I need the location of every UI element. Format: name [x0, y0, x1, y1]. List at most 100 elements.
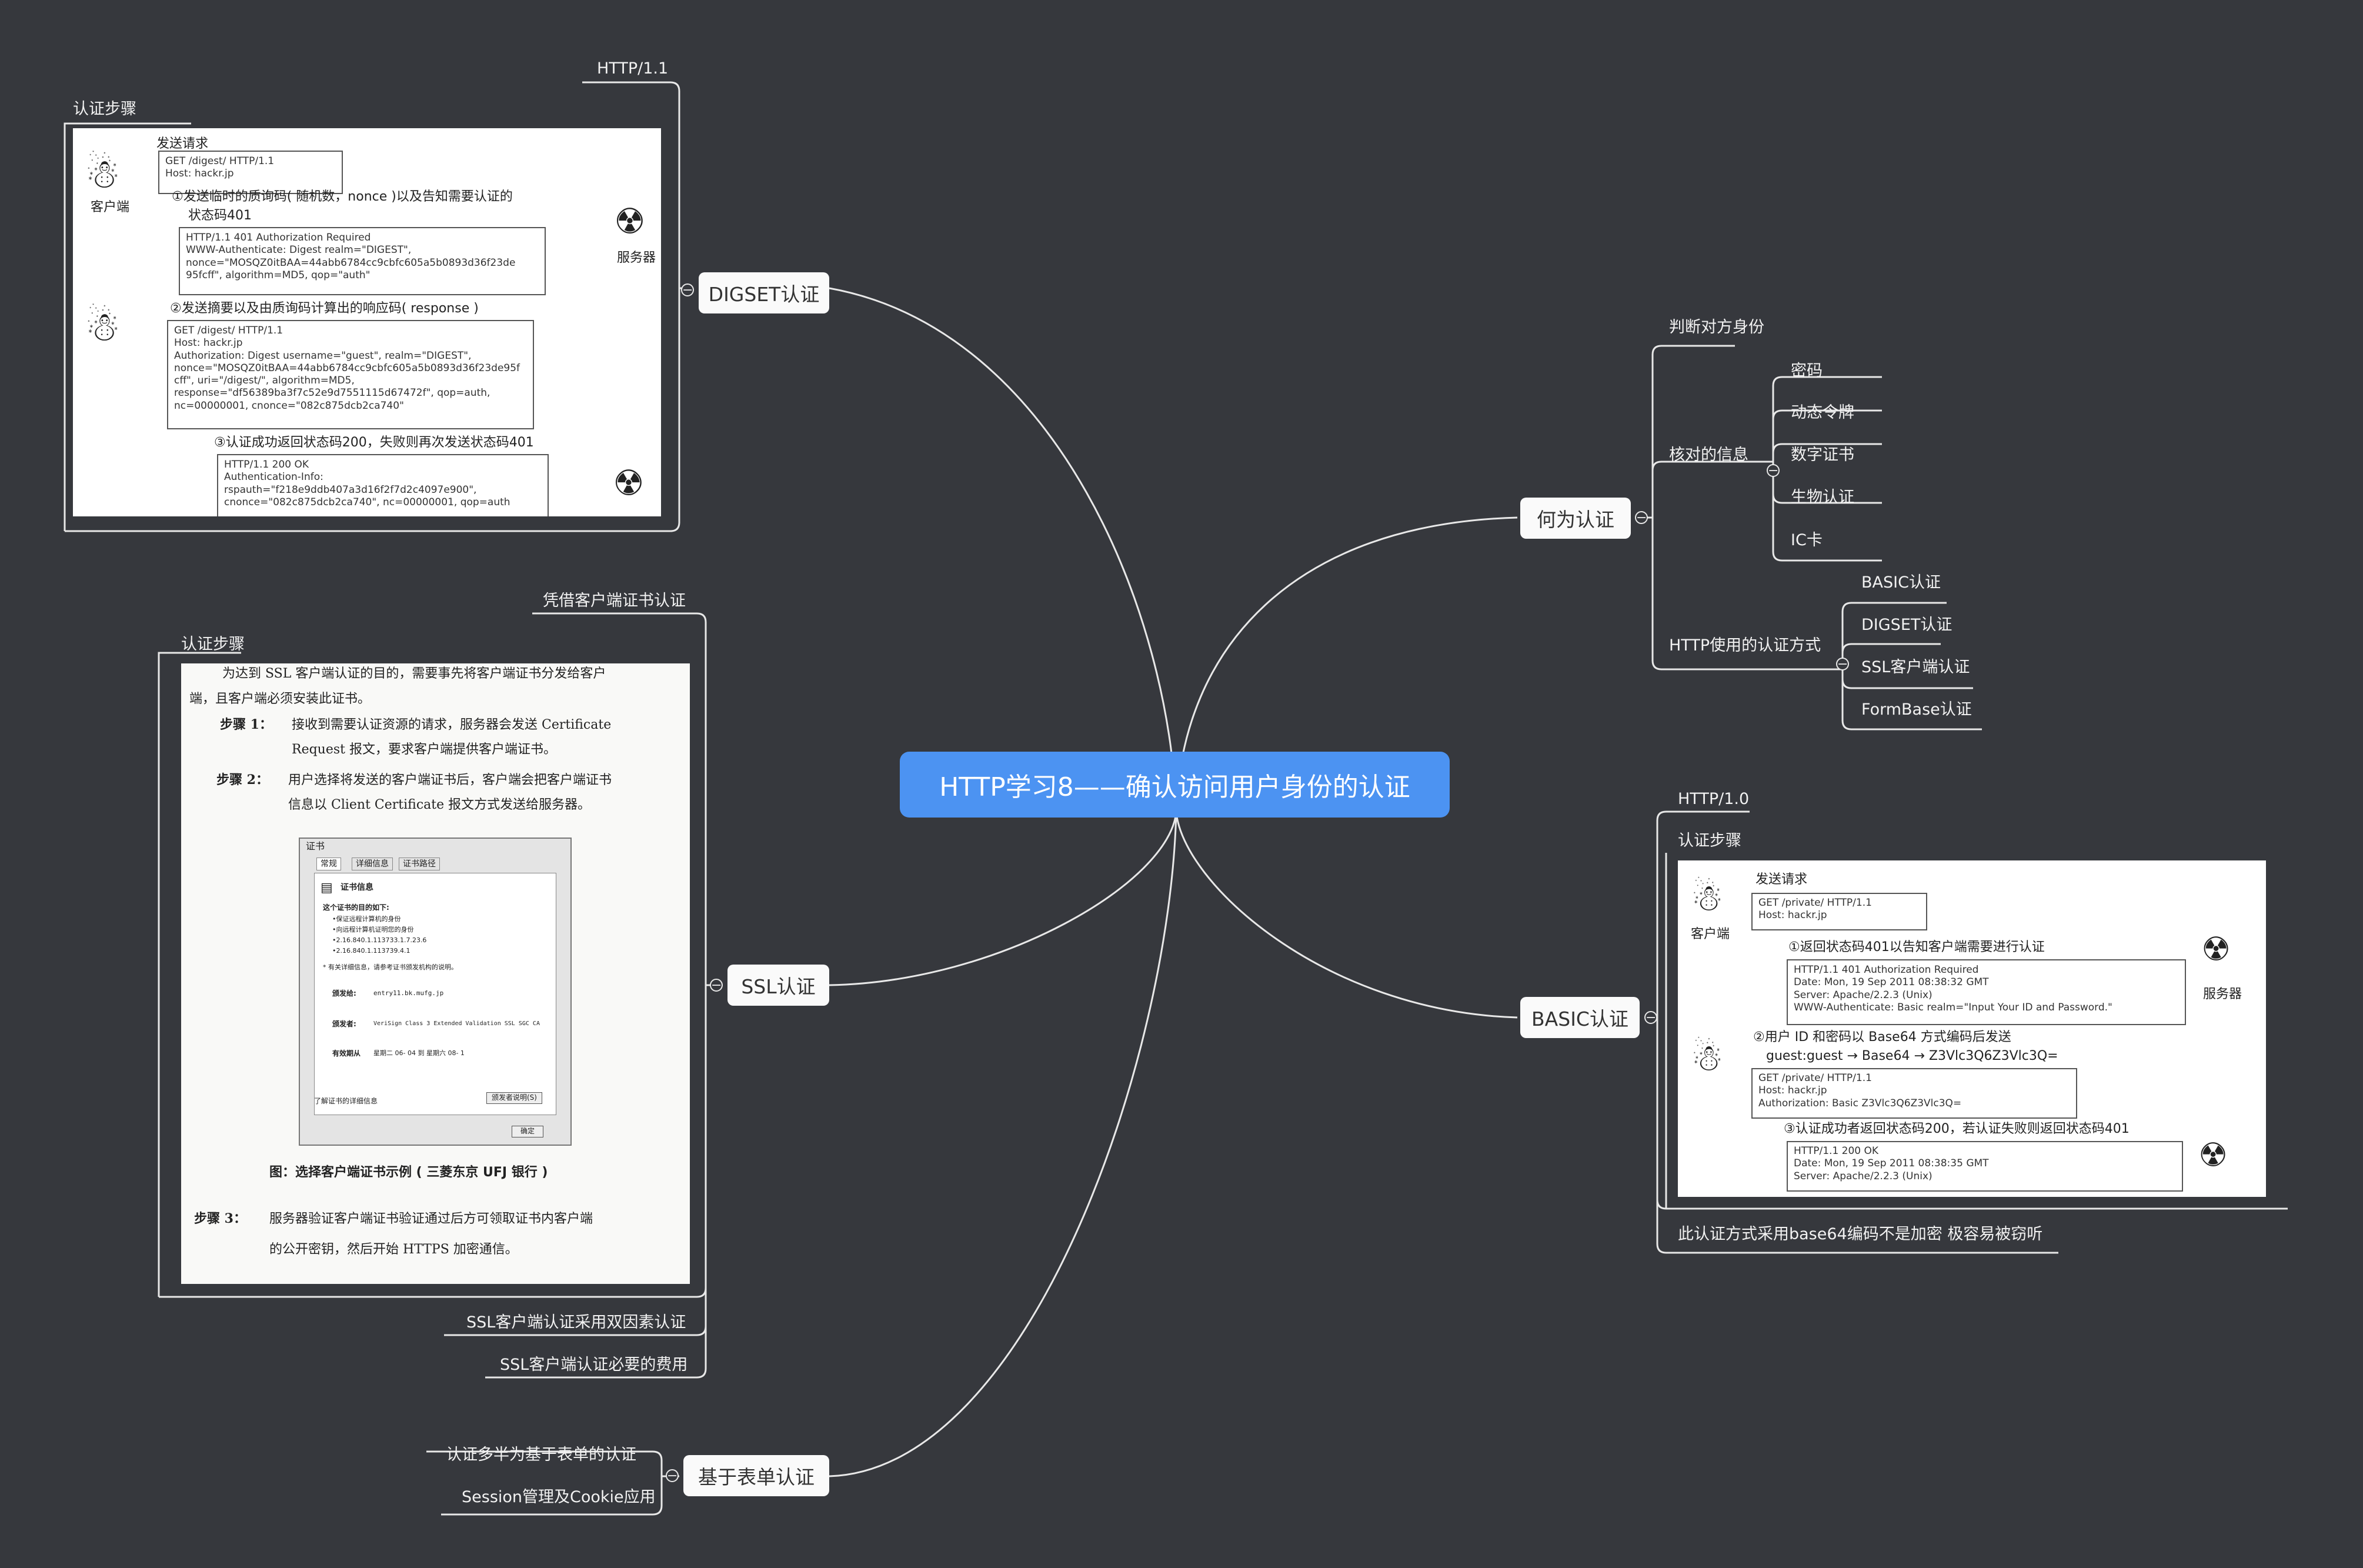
ssl-step2-line2: 信息以 Client Certificate 报文方式发送给服务器。 — [288, 798, 591, 812]
ssl-step3-line2: 的公开密钥，然后开始 HTTPS 加密通信。 — [269, 1242, 518, 1257]
basic-version-label: HTTP/1.0 — [1678, 790, 1750, 808]
dialog-header: 证书信息 — [341, 883, 373, 892]
step1-text: ①返回状态码401以告知客户端需要进行认证 — [1788, 940, 2045, 955]
form-collapse-toggle[interactable]: − — [666, 1469, 679, 1483]
ssl-steps-title: 认证步骤 — [181, 635, 245, 653]
basic-auth-node[interactable]: BASIC认证 — [1520, 997, 1640, 1038]
issued-to-value: entry11.bk.mufg.jp — [373, 989, 444, 997]
what-collapse-toggle[interactable]: − — [1635, 511, 1648, 525]
valid-label: 有效期从 — [332, 1049, 361, 1057]
ssl-collapse-toggle[interactable]: − — [710, 978, 723, 993]
dialog-item: •保证远程计算机的身份 — [332, 915, 401, 923]
digest-collapse-toggle[interactable]: − — [681, 283, 694, 298]
ssl-steps-image: 为达到 SSL 客户端认证的目的，需要事先将客户端证书分发给客户 端，且客户端必… — [181, 663, 690, 1284]
method-ssl-client: SSL客户端认证 — [1861, 658, 1970, 676]
basic-note: 此认证方式采用base64编码不是加密 极容易被窃听 — [1678, 1225, 2043, 1243]
methods-collapse-toggle[interactable]: − — [1836, 657, 1849, 672]
step2-text: ②用户 ID 和密码以 Base64 方式编码后发送 — [1753, 1030, 2011, 1045]
dialog-item: •2.16.840.1.113733.1.7.23.6 — [332, 936, 427, 944]
ssl-intro-line2: 端，且客户端必须安装此证书。 — [189, 692, 371, 706]
server-icon: ☢ — [614, 201, 646, 242]
ssl-note-two-factor: SSL客户端认证采用双因素认证 — [466, 1313, 686, 1332]
figure-caption: 图：选择客户端证书示例 ( 三菱东京 UFJ 银行 ) — [269, 1165, 548, 1180]
verify-item-certificate: 数字证书 — [1791, 446, 1854, 464]
verify-collapse-toggle[interactable]: − — [1767, 463, 1780, 478]
certificate-icon: ▤ — [321, 880, 333, 895]
judge-identity-label: 判断对方身份 — [1669, 318, 1764, 336]
verify-item-biometric: 生物认证 — [1791, 488, 1854, 506]
what-is-auth-node[interactable]: 何为认证 — [1520, 498, 1631, 539]
client-icon-2: ☃ — [85, 304, 121, 351]
step1b-text: 状态码401 — [188, 208, 252, 223]
dialog-tab-details[interactable]: 详细信息 — [352, 858, 393, 871]
dialog-tab-path[interactable]: 证书路径 — [399, 858, 440, 871]
verify-info-label: 核对的信息 — [1669, 446, 1748, 464]
dialog-purpose: 这个证书的目的如下: — [323, 903, 389, 912]
dialog-content: ▤ 证书信息 这个证书的目的如下: •保证远程计算机的身份 •向远程计算机证明您… — [314, 873, 556, 1115]
issuer-statement-button[interactable]: 颁发者说明(S) — [486, 1092, 542, 1104]
method-digest: DIGSET认证 — [1861, 616, 1953, 634]
send-request-text: 发送请求 — [156, 136, 209, 151]
basic-collapse-toggle[interactable]: − — [1644, 1010, 1657, 1025]
issued-by-label: 颁发者: — [332, 1020, 356, 1028]
ssl-step3-label: 步骤 3： — [194, 1211, 246, 1226]
ssl-step1-line1: 接收到需要认证资源的请求，服务器会发送 Certificate — [292, 718, 612, 732]
ssl-step3-line1: 服务器验证客户端证书验证通过后方可领取证书内客户端 — [269, 1212, 593, 1226]
method-basic: BASIC认证 — [1861, 573, 1941, 592]
step2b-text: guest:guest → Base64 → Z3Vlc3Q6Z3Vlc3Q= — [1766, 1049, 2058, 1063]
digest-steps-title: 认证步骤 — [73, 100, 136, 118]
dialog-ok-button[interactable]: 确定 — [512, 1126, 544, 1137]
form-note-mostly: 认证多半为基于表单的认证 — [446, 1446, 636, 1464]
client-icon-2: ☃ — [1691, 1036, 1724, 1079]
cert-details-link[interactable]: 了解证书的详细信息 — [314, 1097, 378, 1105]
ssl-step2-line1: 用户选择将发送的客户端证书后，客户端会把客户端证书 — [288, 773, 612, 788]
server-label: 服务器 — [2203, 987, 2242, 1002]
certificate-dialog: 证书 常规 详细信息 证书路径 ▤ 证书信息 这个证书的目的如下: •保证远程计… — [299, 838, 572, 1146]
step1-text: ①发送临时的质询码( 随机数，nonce )以及告知需要认证的 — [172, 189, 513, 204]
issued-to-label: 颁发给: — [332, 989, 356, 997]
ssl-auth-node[interactable]: SSL认证 — [727, 965, 829, 1006]
dialog-title: 证书 — [306, 840, 325, 852]
dialog-note: * 有关详细信息，请参考证书颁发机构的说明。 — [323, 963, 458, 971]
ssl-step2-label: 步骤 2： — [216, 772, 269, 788]
server-icon-2: ☢ — [2198, 1136, 2228, 1175]
root-topic[interactable]: HTTP学习8——确认访问用户身份的认证 — [900, 752, 1450, 818]
client-label: 客户端 — [91, 200, 130, 215]
client-icon: ☃ — [1691, 876, 1724, 919]
issued-by-value: VeriSign Class 3 Extended Validation SSL… — [373, 1020, 540, 1027]
basic-steps-title: 认证步骤 — [1678, 832, 1741, 850]
verify-item-ic-card: IC卡 — [1791, 531, 1823, 549]
step3-text: ③认证成功者返回状态码200，若认证失败则返回状态码401 — [1784, 1122, 2130, 1136]
ssl-note-cost: SSL客户端认证必要的费用 — [500, 1356, 688, 1374]
client-label: 客户端 — [1691, 927, 1730, 942]
verify-item-password: 密码 — [1791, 362, 1823, 380]
server-label: 服务器 — [617, 251, 656, 265]
form-note-session: Session管理及Cookie应用 — [462, 1488, 656, 1506]
server-icon: ☢ — [2201, 930, 2231, 969]
form-auth-node[interactable]: 基于表单认证 — [683, 1455, 829, 1496]
server-icon-2: ☢ — [613, 463, 645, 504]
valid-value: 星期二 06- 04 到 星期六 08- 1 — [373, 1049, 465, 1057]
digest-version-label: HTTP/1.1 — [597, 59, 669, 78]
http-methods-label: HTTP使用的认证方式 — [1669, 636, 1821, 655]
ssl-intro-line1: 为达到 SSL 客户端认证的目的，需要事先将客户端证书分发给客户 — [222, 666, 606, 681]
dialog-tab-general[interactable]: 常规 — [316, 858, 341, 871]
method-formbase: FormBase认证 — [1861, 700, 1972, 719]
digest-auth-node[interactable]: DIGSET认证 — [699, 272, 829, 313]
send-request-text: 发送请求 — [1755, 872, 1808, 887]
dialog-item: •2.16.840.1.113739.4.1 — [332, 947, 410, 955]
client-icon: ☃ — [85, 151, 121, 198]
step3-text: ③认证成功返回状态码200，失败则再次发送状态码401 — [214, 435, 534, 450]
ssl-step1-line2: Request 报文，要求客户端提供客户端证书。 — [292, 742, 556, 757]
